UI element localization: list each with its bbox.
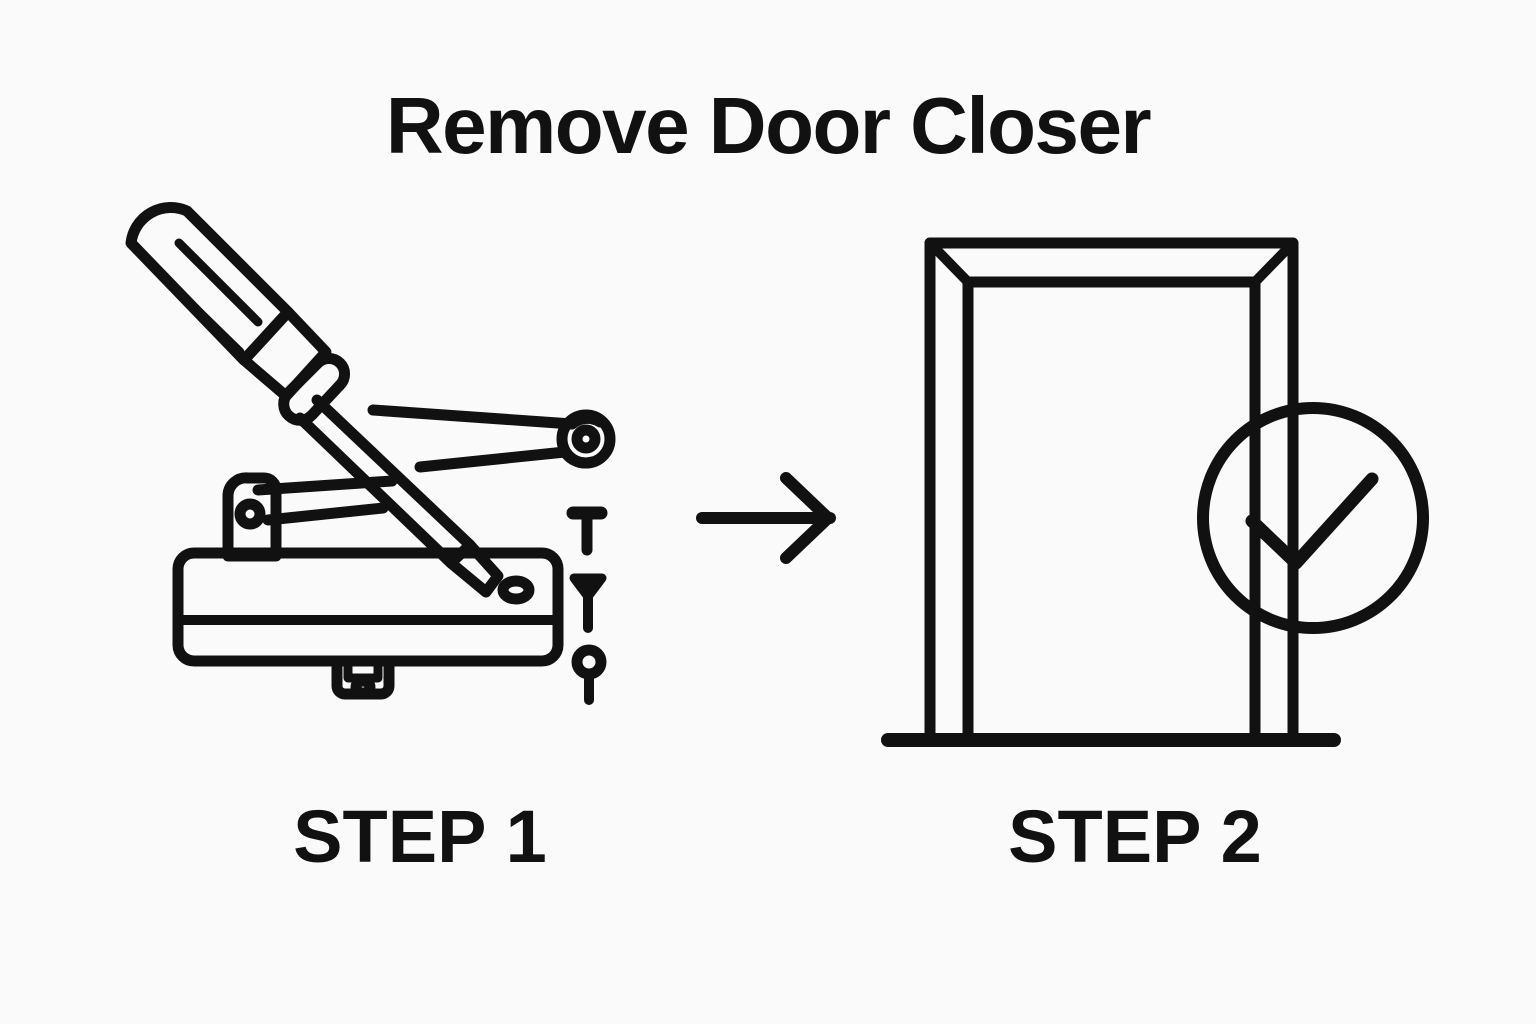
screw-tapered bbox=[569, 573, 607, 633]
step-1-illustration bbox=[125, 202, 616, 705]
screw-round-head bbox=[571, 644, 607, 705]
door-frame-icon bbox=[924, 237, 1299, 746]
screwdriver-icon bbox=[125, 202, 504, 598]
closer-pivot-bracket bbox=[222, 472, 282, 562]
check-circle-icon bbox=[1197, 402, 1429, 634]
closer-arm bbox=[367, 404, 616, 473]
screw-flat-head bbox=[566, 506, 608, 556]
closer-mounting-tab bbox=[331, 655, 395, 700]
page-title: Remove Door Closer bbox=[385, 81, 1152, 170]
door-closer-body bbox=[172, 547, 564, 667]
step-2-illustration bbox=[881, 237, 1429, 747]
step-2-label: STEP 2 bbox=[1008, 795, 1262, 878]
step-1-label: STEP 1 bbox=[293, 795, 547, 878]
arrow-right-icon bbox=[696, 472, 836, 564]
screws-icon bbox=[566, 506, 608, 705]
